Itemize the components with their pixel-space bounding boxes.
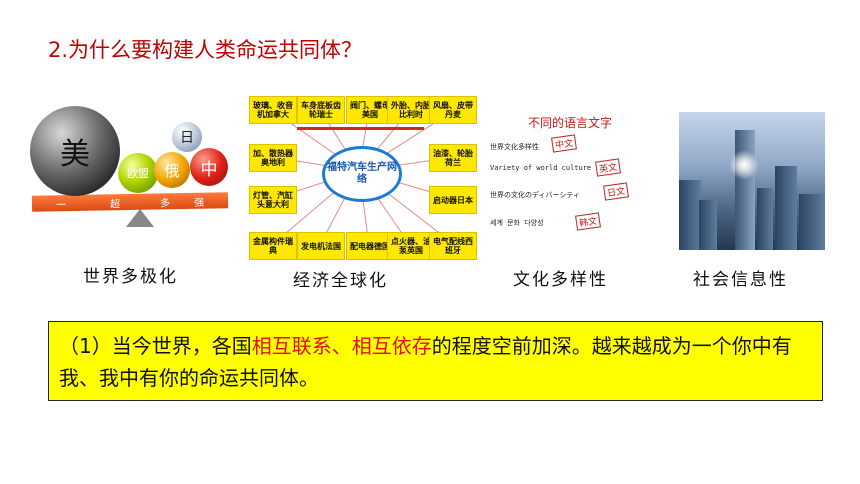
light-flare bbox=[729, 150, 759, 180]
city-photo bbox=[679, 112, 825, 250]
languages-heading: 不同的语言文字 bbox=[528, 116, 613, 130]
stamp-english: 英文 bbox=[595, 158, 621, 177]
language-row: 世界文化多样性 bbox=[490, 143, 539, 151]
plank-text-1: 一 bbox=[55, 200, 67, 212]
supplier-box: 电气配线西班牙 bbox=[429, 232, 477, 260]
ball-usa: 美 bbox=[30, 106, 120, 196]
ball-eu: 欧盟 bbox=[118, 153, 158, 193]
caption-informatization: 社会信息性 bbox=[693, 270, 788, 290]
globalization-illustration: 玻璃、收音机加拿大 车身底板齿轮瑞士 阀门、螺母美国 外胎、内胎比利时 风扇、皮… bbox=[245, 94, 477, 260]
key-point-box: （1）当今世界，各国相互联系、相互依存的程度空前加深。越来越成为一个你中有我、我… bbox=[48, 321, 823, 401]
supplier-box: 玻璃、收音机加拿大 bbox=[249, 96, 297, 124]
culture-illustration: 不同的语言文字 世界文化多样性 Variety of world culture… bbox=[488, 110, 648, 235]
plank-text-2: 超 bbox=[109, 199, 121, 211]
supplier-box: 金属构件瑞典 bbox=[249, 232, 297, 260]
ball-japan: 日 bbox=[172, 122, 202, 152]
language-row: 세계 문화 다양성 bbox=[490, 219, 544, 227]
caption-multipolarization: 世界多极化 bbox=[83, 267, 178, 287]
stamp-japanese: 日文 bbox=[603, 182, 629, 201]
fulcrum-icon bbox=[126, 209, 154, 227]
supplier-box: 启动器日本 bbox=[429, 186, 477, 214]
plank-text-4: 强 bbox=[193, 197, 205, 209]
multipolar-illustration: 一 超 多 强 美 日 欧盟 俄 中 bbox=[14, 98, 229, 228]
supplier-box: 点火器、油泵英国 bbox=[387, 232, 435, 260]
supplier-box: 油漆、轮胎荷兰 bbox=[429, 144, 477, 172]
supplier-box: 灯管、汽缸头意大利 bbox=[249, 186, 297, 214]
slide-title: 2.为什么要构建人类命运共同体？ bbox=[48, 38, 363, 62]
language-row: Variety of world culture bbox=[490, 164, 592, 172]
supplier-box: 风扇、皮带丹麦 bbox=[429, 96, 477, 124]
plank-text-3: 多 bbox=[159, 198, 171, 210]
red-divider bbox=[297, 127, 424, 130]
language-row: 世界の文化のディバーシティ bbox=[490, 191, 580, 199]
ball-china: 中 bbox=[190, 148, 228, 186]
supplier-box: 配电器德国 bbox=[346, 232, 394, 260]
point-rest: 的程度空前加深。越来越成为一个你中有我、我中有你的命运共同体。 bbox=[59, 334, 792, 390]
supplier-box: 发电机法国 bbox=[297, 232, 345, 260]
stamp-korean: 韩文 bbox=[575, 212, 601, 231]
supplier-box: 加、散热器奥地利 bbox=[249, 144, 297, 172]
ford-network-hub: 福特汽车生产网络 bbox=[322, 146, 402, 202]
caption-globalization: 经济全球化 bbox=[293, 271, 388, 291]
supplier-box: 车身底板齿轮瑞士 bbox=[297, 96, 345, 124]
supplier-box: 外胎、内胎比利时 bbox=[387, 96, 435, 124]
point-prefix: （1）当今世界，各国 bbox=[59, 334, 252, 358]
ball-russia: 俄 bbox=[154, 152, 190, 188]
point-highlight: 相互联系、相互依存 bbox=[251, 334, 432, 358]
stamp-chinese: 中文 bbox=[551, 134, 577, 153]
caption-cultural-diversity: 文化多样性 bbox=[513, 270, 608, 290]
